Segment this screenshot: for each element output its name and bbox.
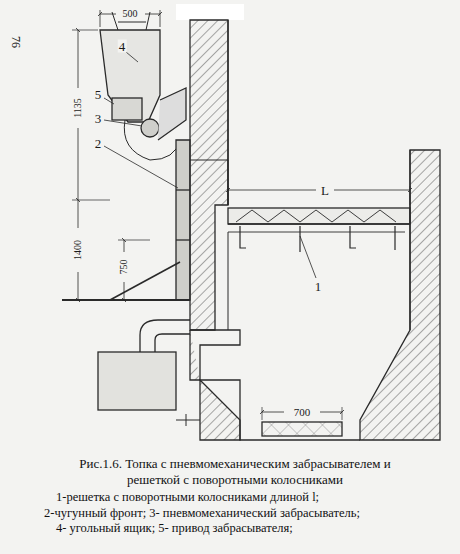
leader-lines xyxy=(104,52,316,278)
drive-unit xyxy=(112,98,142,120)
dimension: 1400 xyxy=(73,239,83,261)
callout-number: 2 xyxy=(94,137,103,150)
callout-number: 3 xyxy=(94,112,103,125)
figure-caption: Рис.1.6. Топка с пневмомеханическим забр… xyxy=(70,456,400,487)
legend-line: 4- угольный ящик; 5- привод забрасывател… xyxy=(56,522,293,536)
blank-patch xyxy=(176,4,244,20)
thrower-rotor xyxy=(141,119,159,137)
callout-number: 5 xyxy=(94,88,103,101)
callout-number: 4 xyxy=(118,40,127,53)
dimension: 750 xyxy=(119,259,129,276)
legend-line: 2-чугунный фронт; 3- пневмомеханический … xyxy=(44,507,360,521)
legend-line: 1-решетка с поворотными колосниками длин… xyxy=(56,491,319,505)
ash-gate xyxy=(262,422,342,436)
fan-box xyxy=(98,352,176,410)
cast-iron-front xyxy=(176,140,190,300)
front-brick-wall xyxy=(190,20,228,330)
dimension: 500 xyxy=(122,9,139,19)
callout-number: 1 xyxy=(314,280,323,293)
dimension: 1135 xyxy=(73,97,83,119)
thrower-chute xyxy=(158,88,186,140)
rear-brick-wall xyxy=(360,150,440,440)
dimension: 700 xyxy=(293,407,312,418)
coal-box xyxy=(100,30,160,122)
page-number: 76 xyxy=(10,35,22,49)
dimension: L xyxy=(320,184,330,197)
rotary-grate xyxy=(228,208,410,224)
